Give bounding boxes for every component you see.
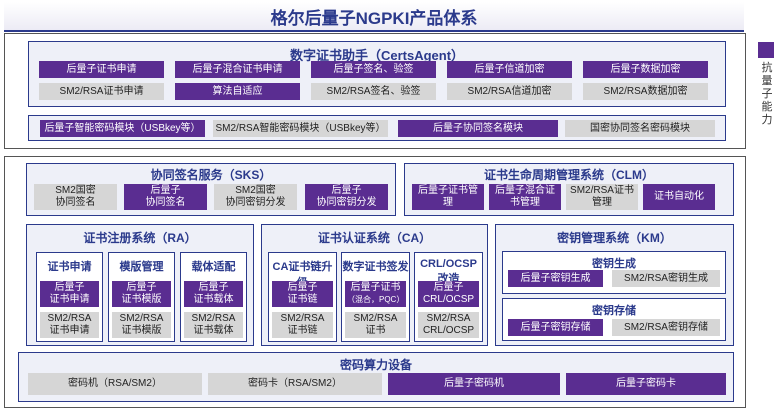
clm-item-2: 后量子混合证 书管理 [489, 184, 561, 210]
ca-title: 证书认证系统（CA） [317, 231, 432, 245]
hardware-pq-hsm: 后量子密码机 [388, 373, 560, 395]
certs-agent-adaptive: 算法自适应 [175, 83, 300, 100]
ca-crl-classic: SM2/RSA CRL/OCSP [418, 312, 479, 338]
sks-item-2: 后量子 协同签名 [124, 184, 207, 210]
clm-item-3: SM2/RSA证书 管理 [566, 184, 638, 210]
ra-apply-pq: 后量子 证书申请 [40, 281, 99, 307]
module-pq-cosign: 后量子协同签名模块 [398, 120, 558, 137]
ra-template-pq: 后量子 证书模版 [112, 281, 171, 307]
km-gen-classic: SM2/RSA密钥生成 [612, 270, 720, 287]
ca-issue-pq-note: （混合，PQC） [347, 295, 405, 304]
diagram-title-banner: 格尔后量子NGPKI产品体系 [4, 2, 744, 32]
legend-swatch [758, 42, 774, 58]
sks-item-4: 后量子 协同密钥分发 [305, 184, 388, 210]
hardware-title: 密码算力设备 [339, 358, 412, 372]
ca-issue-classic: SM2/RSA 证书 [345, 312, 406, 338]
certs-agent-classic-1: SM2/RSA证书申请 [39, 83, 164, 100]
clm-title: 证书生命周期管理系统（CLM） [484, 168, 654, 182]
ca-chain-pq: 后量子 证书链 [272, 281, 333, 307]
km-store-pq: 后量子密钥存储 [508, 319, 603, 336]
certs-agent-pq-3: 后量子签名、验签 [311, 61, 436, 78]
ra-carrier-pq: 后量子 证书载体 [184, 281, 243, 307]
hardware-pq-card: 后量子密码卡 [566, 373, 726, 395]
ca-chain-classic: SM2/RSA 证书链 [272, 312, 333, 338]
module-classic-usbkey: SM2/RSA智能密码模块（USBkey等） [213, 120, 388, 137]
certs-agent-classic-3: SM2/RSA签名、验签 [311, 83, 436, 100]
certs-agent-title: 数字证书助手（CertsAgent） [289, 48, 465, 63]
certs-agent-pq-2: 后量子混合证书申请 [175, 61, 300, 78]
certs-agent-classic-5: SM2/RSA数据加密 [583, 83, 708, 100]
km-store-classic: SM2/RSA密钥存储 [612, 319, 720, 336]
clm-item-1: 后量子证书管 理 [412, 184, 484, 210]
ra-template-classic: SM2/RSA 证书模版 [112, 312, 171, 338]
diagram-title: 格尔后量子NGPKI产品体系 [270, 8, 478, 28]
module-pq-usbkey: 后量子智能密码模块（USBkey等） [40, 120, 205, 137]
ca-col-issue-title: 数字证书签发 [342, 261, 409, 273]
module-sm-cosign: 国密协同签名密码模块 [565, 120, 715, 137]
ca-issue-pq-label: 后量子证书 [350, 282, 401, 293]
certs-agent-pq-5: 后量子数据加密 [583, 61, 708, 78]
ra-title: 证书注册系统（RA） [83, 231, 197, 245]
ra-col-carrier-title: 载体适配 [191, 261, 236, 273]
sks-item-3: SM2国密 协同密钥分发 [214, 184, 297, 210]
certs-agent-pq-1: 后量子证书申请 [39, 61, 164, 78]
clm-item-4: 证书自动化 [643, 184, 715, 210]
ca-issue-pq: 后量子证书 （混合，PQC） [345, 281, 406, 307]
km-title: 密钥管理系统（KM） [557, 231, 672, 245]
ra-col-apply-title: 证书申请 [47, 261, 92, 273]
ra-carrier-classic: SM2/RSA 证书载体 [184, 312, 243, 338]
km-gen-pq: 后量子密钥生成 [508, 270, 603, 287]
ra-col-template-title: 模版管理 [119, 261, 164, 273]
sks-item-1: SM2国密 协同签名 [34, 184, 117, 210]
hardware-classic-hsm: 密码机（RSA/SM2） [28, 373, 202, 395]
certs-agent-classic-4: SM2/RSA信道加密 [447, 83, 572, 100]
km-gen-title: 密钥生成 [592, 258, 636, 270]
km-store-title: 密钥存储 [592, 305, 636, 317]
ca-crl-pq: 后量子 CRL/OCSP [418, 281, 479, 307]
ra-apply-classic: SM2/RSA 证书申请 [40, 312, 99, 338]
sks-title: 协同签名服务（SKS） [150, 168, 272, 182]
legend-label: 抗量子能力 [761, 62, 773, 126]
hardware-classic-card: 密码卡（RSA/SM2） [208, 373, 382, 395]
certs-agent-pq-4: 后量子信道加密 [447, 61, 572, 78]
